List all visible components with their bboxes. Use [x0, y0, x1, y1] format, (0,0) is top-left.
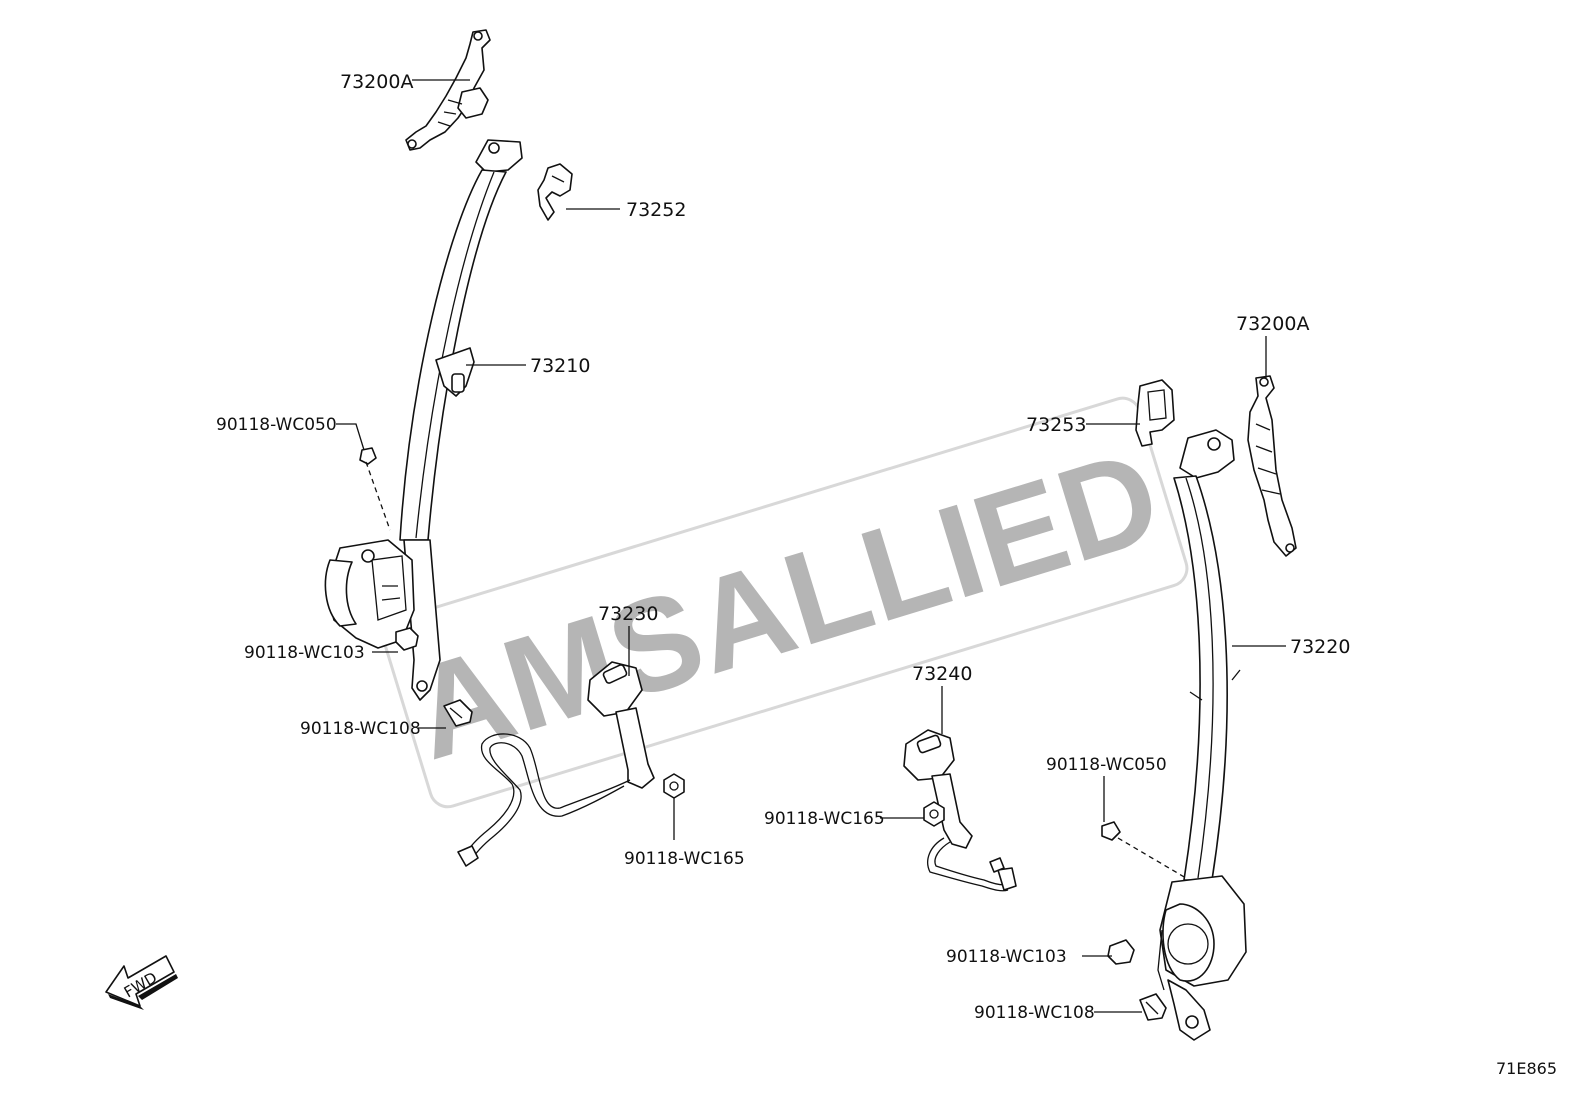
clip-73252[interactable]	[537, 163, 573, 221]
label-90118-wc103-left[interactable]: 90118-WC103	[244, 643, 365, 663]
label-90118-wc108-left[interactable]: 90118-WC108	[300, 719, 421, 739]
label-73220[interactable]: 73220	[1290, 636, 1350, 658]
label-73253[interactable]: 73253	[1026, 414, 1086, 436]
cover-73253[interactable]	[1135, 379, 1175, 447]
shoulder-anchor-right[interactable]	[1247, 375, 1297, 557]
label-90118-wc050-left[interactable]: 90118-WC050	[216, 415, 337, 435]
label-73200a-left[interactable]: 73200A	[340, 71, 413, 93]
fwd-arrow-icon: FWD	[105, 955, 178, 1010]
front-seat-belt-left[interactable]	[324, 139, 523, 701]
label-73240[interactable]: 73240	[912, 663, 972, 685]
seat-belt-buckle-center[interactable]	[903, 729, 1017, 892]
nut-90118-wc165-center[interactable]	[923, 801, 945, 827]
seat-belt-buckle-left[interactable]	[457, 661, 655, 867]
diagram-id: 71E865	[1496, 1059, 1557, 1078]
label-73252[interactable]: 73252	[626, 199, 686, 221]
front-seat-belt-right[interactable]	[1157, 429, 1247, 1041]
bolt-90118-wc103-right[interactable]	[1107, 939, 1135, 965]
bolt-90118-wc108-left[interactable]	[443, 699, 473, 727]
bolt-90118-wc050-right[interactable]	[1101, 821, 1187, 879]
label-90118-wc108-right[interactable]: 90118-WC108	[974, 1003, 1095, 1023]
shoulder-anchor-left[interactable]	[405, 29, 491, 151]
nut-90118-wc165-left[interactable]	[663, 773, 685, 799]
bolt-90118-wc108-right[interactable]	[1139, 993, 1167, 1021]
part-labels: 73200A 73252 73210 90118-WC050 90118-WC1…	[216, 71, 1350, 1023]
bolt-90118-wc103-left[interactable]	[395, 627, 419, 651]
label-90118-wc050-right[interactable]: 90118-WC050	[1046, 755, 1167, 775]
watermark-text: AMSALLIED	[396, 422, 1175, 788]
label-90118-wc165-center[interactable]: 90118-WC165	[764, 809, 885, 829]
label-73210[interactable]: 73210	[530, 355, 590, 377]
label-90118-wc165-left[interactable]: 90118-WC165	[624, 849, 745, 869]
bolt-90118-wc050-left[interactable]	[359, 447, 391, 531]
label-90118-wc103-right[interactable]: 90118-WC103	[946, 947, 1067, 967]
label-73200a-right[interactable]: 73200A	[1236, 313, 1309, 335]
leader-lines	[336, 79, 1286, 1013]
watermark: AMSALLIED	[381, 396, 1189, 809]
label-73230[interactable]: 73230	[598, 603, 658, 625]
